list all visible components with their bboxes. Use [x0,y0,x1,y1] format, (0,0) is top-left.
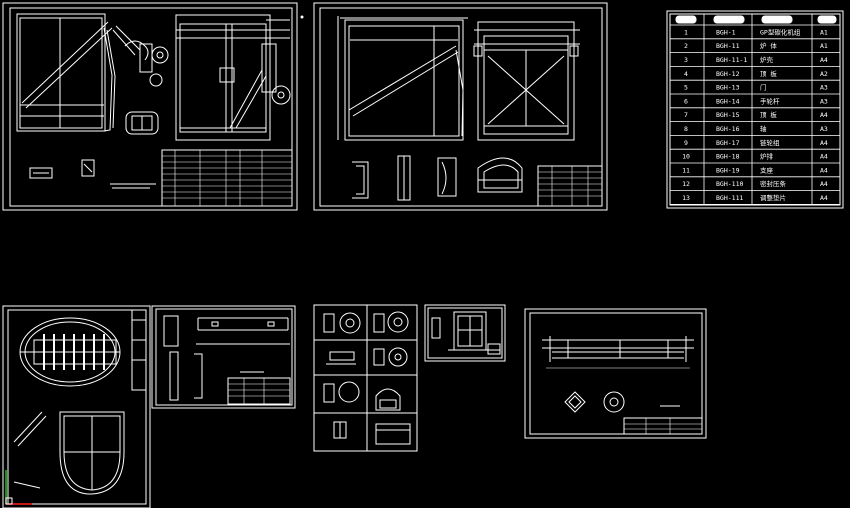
table-cell-size: A2 [820,70,828,78]
table-cell-no: 3 [684,56,688,64]
sheet-assembly[interactable] [2,2,298,211]
table-row[interactable]: 8 BGH-16 轴 A3 [684,124,828,133]
table-cell-no: 11 [682,166,690,174]
table-cell-code: BGH-12 [716,70,740,78]
table-cell-name: 链轮组 [760,138,780,147]
table-cell-code: BGH-14 [716,97,740,105]
sheet-parts[interactable] [313,304,418,452]
table-cell-name: 手轮杆 [760,96,780,105]
header-no-cell [675,15,697,24]
sheet-shaft[interactable] [524,308,707,439]
table-cell-name: 炉壳 [760,55,774,64]
table-row[interactable]: 11 BGH-19 支座 A4 [682,165,828,174]
sheet-grate[interactable] [2,305,151,508]
table-row[interactable]: 3 BGH-11-1 炉壳 A4 [684,55,828,64]
table-cell-size: A3 [820,125,828,133]
table-cell-code: BGH-16 [716,125,740,133]
table-cell-name: 顶 板 [760,69,777,78]
table-cell-size: A4 [820,180,828,188]
table-cell-no: 2 [684,42,688,50]
table-cell-name: 顶 板 [760,110,777,119]
ucs-origin-icon [5,497,13,505]
table-cell-name: 支座 [760,165,774,174]
table-row[interactable]: 10 BGH-18 炉排 A4 [682,152,828,161]
table-cell-no: 13 [682,194,690,202]
table-cell-code: BGH-19 [716,166,740,174]
table-cell-size: A4 [820,139,828,147]
table-cell-no: 8 [684,125,688,133]
table-row[interactable]: 13 BGH-111 调整垫片 A4 [682,193,828,202]
table-cell-code: BGH-15 [716,111,740,119]
table-cell-no: 7 [684,111,688,119]
sheet-frame-small[interactable] [424,304,506,362]
table-cell-name: 炉 体 [760,41,777,50]
table-row[interactable]: 1 BGH-1 GP型碳化机组 A1 [684,27,828,36]
table-cell-code: BGH-13 [716,84,740,92]
table-cell-size: A4 [820,56,828,64]
table-cell-code: BGH-111 [716,194,743,202]
table-cell-name: 调整垫片 [760,193,786,202]
drawing-list-table[interactable]: 1 BGH-1 GP型碳化机组 A1 2 BGH-11 炉 体 A1 3 BGH-11-1 炉壳 A4… [666,10,844,209]
table-cell-name: GP型碳化机组 [760,27,801,36]
table-cell-name: 炉排 [760,152,774,161]
table-cell-size: A4 [820,166,828,174]
table-cell-code: BGH-1 [716,28,736,36]
sheet-top-plate[interactable] [151,305,296,409]
sheet-body[interactable] [313,2,608,211]
header-name-cell [761,15,793,24]
table-row[interactable]: 4 BGH-12 顶 板 A2 [684,69,828,78]
table-cell-code: BGH-17 [716,139,740,147]
table-cell-no: 9 [684,139,688,147]
stray-point-marker [300,15,304,19]
table-cell-name: 密封压条 [760,179,787,188]
header-code-cell [713,15,745,24]
table-row[interactable]: 9 BGH-17 链轮组 A4 [684,138,828,147]
table-row[interactable]: 12 BGH-110 密封压条 A4 [682,179,828,188]
table-cell-no: 10 [682,153,690,161]
table-row[interactable]: 5 BGH-13 门 A3 [684,83,828,92]
table-cell-size: A1 [820,42,828,50]
table-row[interactable]: 7 BGH-15 顶 板 A4 [684,110,828,119]
table-cell-size: A4 [820,111,828,119]
header-size-cell [817,15,837,24]
table-cell-code: BGH-18 [716,153,740,161]
table-cell-size: A3 [820,97,828,105]
table-cell-size: A4 [820,194,828,202]
table-cell-name: 轴 [760,124,767,133]
table-cell-no: 4 [684,70,688,78]
table-cell-code: BGH-110 [716,180,743,188]
table-row[interactable]: 6 BGH-14 手轮杆 A3 [684,96,828,105]
table-cell-name: 门 [760,83,767,92]
table-cell-size: A4 [820,153,828,161]
table-row[interactable]: 2 BGH-11 炉 体 A1 [684,41,828,50]
table-cell-no: 6 [684,97,688,105]
table-cell-no: 5 [684,84,688,92]
table-cell-code: BGH-11-1 [716,56,747,64]
table-cell-code: BGH-11 [716,42,740,50]
table-cell-size: A1 [820,28,828,36]
table-cell-no: 1 [684,28,688,36]
table-cell-no: 12 [682,180,690,188]
table-cell-size: A3 [820,84,828,92]
